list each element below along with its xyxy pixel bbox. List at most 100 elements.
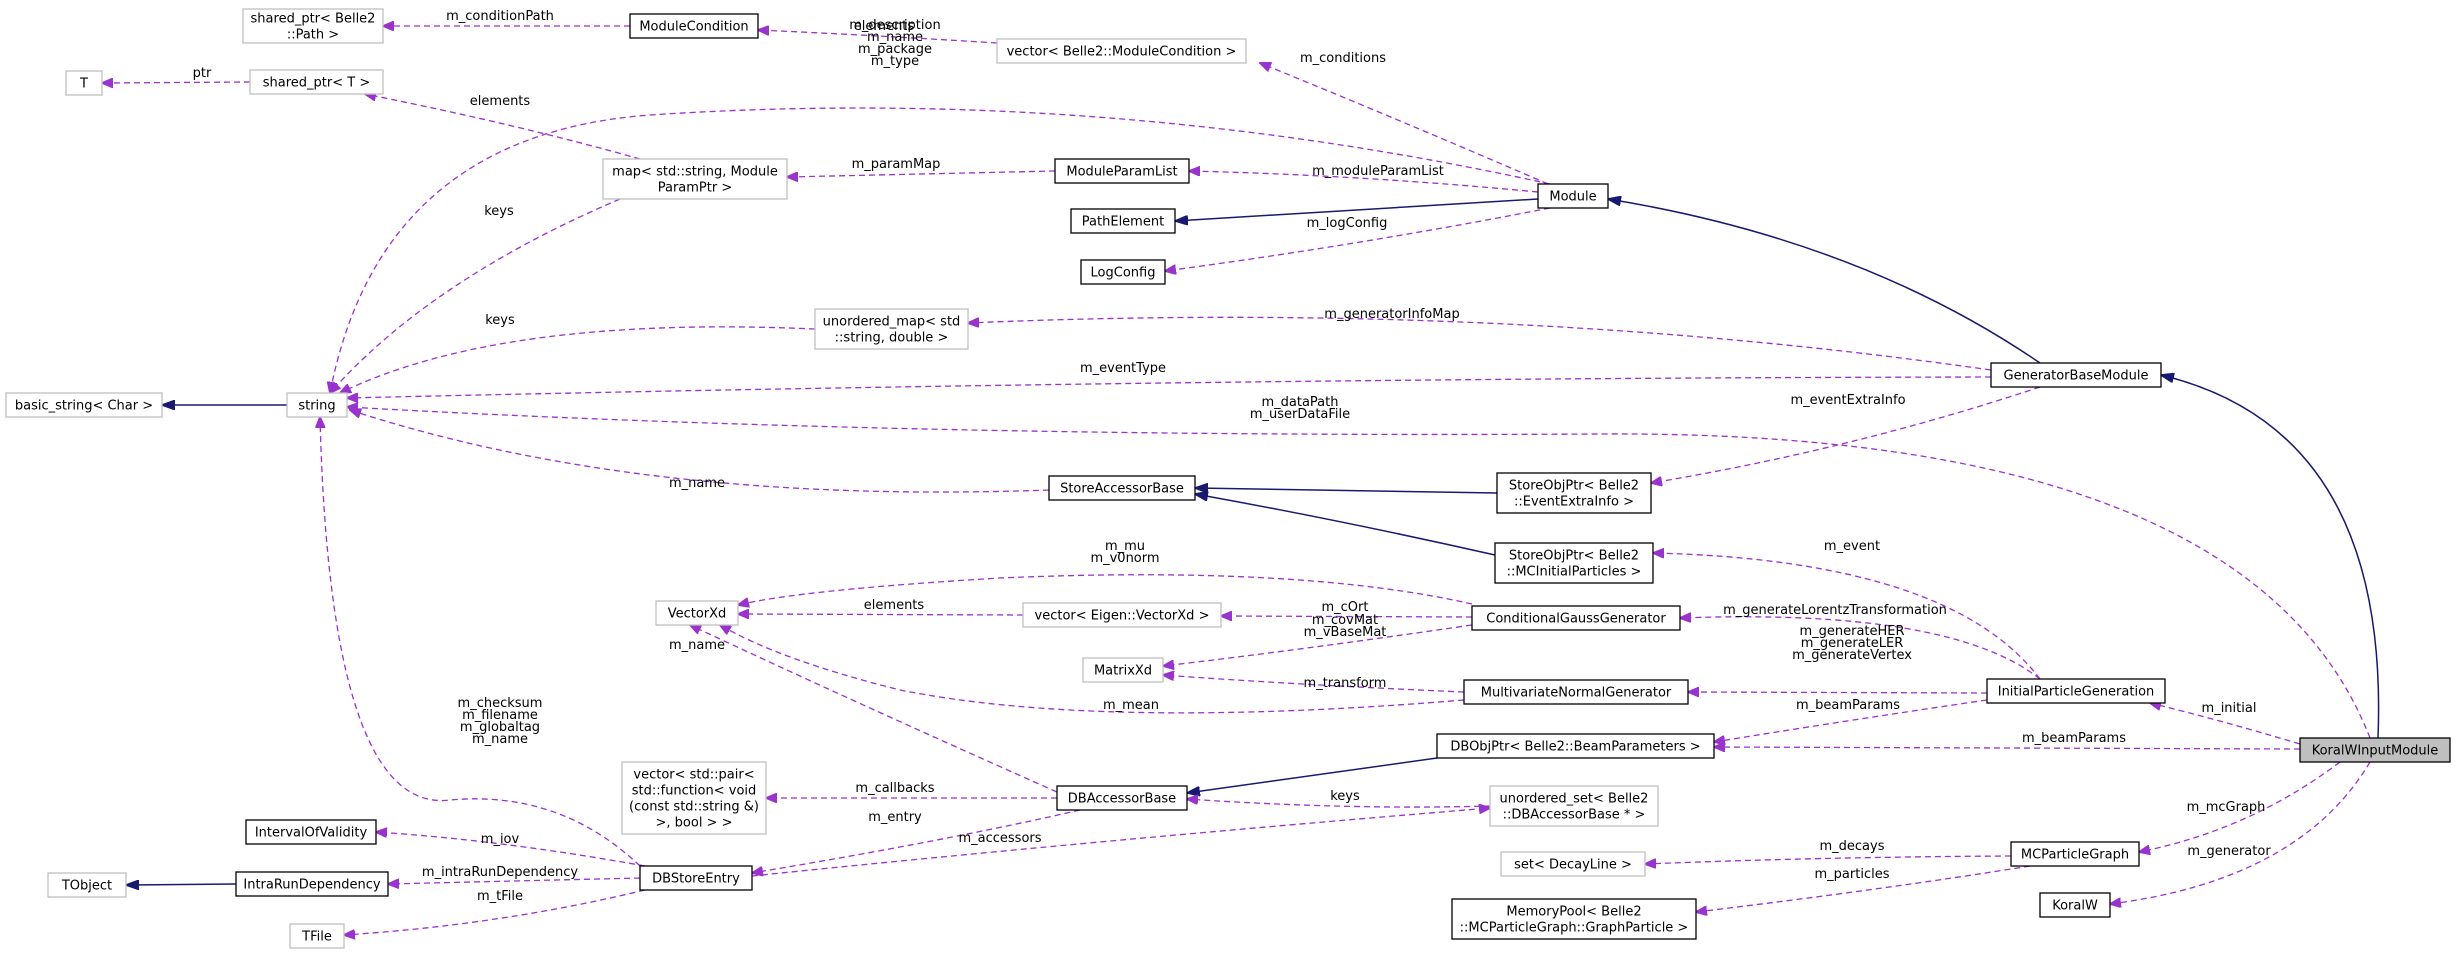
edge-initial_particle_generation-to-store_obj_mc_initial: m_event xyxy=(1653,539,2041,680)
edge-label: m_name xyxy=(867,30,923,45)
node-db-accessor-base[interactable]: DBAccessorBase xyxy=(1056,785,1188,811)
node-box xyxy=(65,70,103,96)
edge-label: m_conditionPath xyxy=(446,9,554,24)
node-koralw[interactable]: KoralW xyxy=(2039,892,2111,918)
node-label: IntervalOfValidity xyxy=(255,826,368,841)
edge-label: m_generateHER xyxy=(1799,624,1904,639)
node-vector-xd[interactable]: VectorXd xyxy=(655,600,739,626)
inheritance-arrow xyxy=(1195,488,1498,494)
usage-arrow xyxy=(1163,624,1473,666)
node-tobject[interactable]: TObject xyxy=(47,872,127,898)
node-label: StoreObjPtr< Belle2 xyxy=(1509,549,1639,564)
node-label: (const std::string &) xyxy=(629,800,759,815)
node-box xyxy=(1500,851,1646,877)
node-unordered-set-db-accessor[interactable]: unordered_set< Belle2::DBAccessorBase * … xyxy=(1489,785,1659,827)
node-koralw-input-module[interactable]: KoralWInputModule xyxy=(2299,737,2451,763)
edge-shared_ptr_t-to-t: ptr xyxy=(102,66,251,83)
usage-arrow xyxy=(1688,692,1988,693)
node-basic-string[interactable]: basic_string< Char > xyxy=(5,392,163,418)
node-label: KoralW xyxy=(2052,899,2098,914)
node-mc-particle-graph[interactable]: MCParticleGraph xyxy=(2010,841,2140,867)
node-box xyxy=(1471,605,1681,631)
usage-arrow xyxy=(720,625,1465,714)
node-box xyxy=(629,13,759,39)
edge-mc_particle_graph-to-set_decay_line: m_decays xyxy=(1645,839,2012,864)
node-path-element[interactable]: PathElement xyxy=(1070,208,1176,234)
edge-dbobj_ptr-to-db_accessor_base xyxy=(1187,757,1438,793)
node-label: PathElement xyxy=(1082,215,1164,230)
node-label: unordered_map< std xyxy=(823,315,961,330)
usage-arrow xyxy=(1680,617,2041,680)
node-module-param-list[interactable]: ModuleParamList xyxy=(1054,158,1190,184)
edge-label: m_eventType xyxy=(1080,361,1166,376)
node-dbobj-ptr-beam-parameters[interactable]: DBObjPtr< Belle2::BeamParameters > xyxy=(1436,733,1715,759)
node-memory-pool-graph-particle[interactable]: MemoryPool< Belle2::MCParticleGraph::Gra… xyxy=(1451,898,1697,940)
node-box xyxy=(1990,362,2162,388)
edge-label: keys xyxy=(1330,789,1360,804)
node-box xyxy=(639,865,753,891)
node-store-accessor-base[interactable]: StoreAccessorBase xyxy=(1048,475,1196,501)
usage-arrow xyxy=(344,889,646,935)
node-matrix-xd[interactable]: MatrixXd xyxy=(1082,657,1164,683)
node-multivariate-normal-generator[interactable]: MultivariateNormalGenerator xyxy=(1463,679,1689,705)
edge-koralw_input-to-mc_particle_graph: m_mcGraph xyxy=(2139,761,2341,852)
node-label: vector< Belle2::ModuleCondition > xyxy=(1007,45,1237,60)
edge-unordered_map-to-string-keys: keys xyxy=(340,313,816,393)
node-unordered-map-string-double[interactable]: unordered_map< std::string, double > xyxy=(814,308,969,350)
node-module[interactable]: Module xyxy=(1537,183,1609,209)
node-shared-ptr-path[interactable]: shared_ptr< Belle2::Path > xyxy=(242,8,384,44)
usage-arrow xyxy=(2110,761,2371,904)
node-label: set< DecayLine > xyxy=(1514,858,1632,873)
edge-label: m_iov xyxy=(481,832,520,847)
node-vector-eigen-vectorxd[interactable]: vector< Eigen::VectorXd > xyxy=(1022,602,1222,628)
node-label: ParamPtr > xyxy=(658,181,733,196)
node-box xyxy=(1022,602,1222,628)
edge-generator_base_module-to-string-event_type: m_eventType xyxy=(347,361,1992,398)
node-t-type[interactable]: T xyxy=(65,70,103,96)
node-string[interactable]: string xyxy=(286,392,348,418)
usage-arrow xyxy=(1714,747,2301,749)
edge-label: m_intraRunDependency xyxy=(422,865,578,880)
edge-conditional_gauss-to-vector_eigen: m_cOrt xyxy=(1221,600,1473,617)
node-db-store-entry[interactable]: DBStoreEntry xyxy=(639,865,753,891)
edge-label: elements xyxy=(864,598,925,613)
usage-arrow xyxy=(1645,855,2012,864)
node-tfile[interactable]: TFile xyxy=(289,923,345,949)
edge-label: m_filename xyxy=(462,708,538,723)
node-interval-of-validity[interactable]: IntervalOfValidity xyxy=(245,819,377,845)
usage-arrow xyxy=(2139,761,2341,852)
edge-db_accessor_base-to-db_store_entry: m_entry xyxy=(752,809,1081,873)
node-store-obj-ptr-event-extra[interactable]: StoreObjPtr< Belle2::EventExtraInfo > xyxy=(1496,472,1652,514)
edge-mc_particle_graph-to-memory_pool: m_particles xyxy=(1696,865,2031,912)
edge-label: m_name xyxy=(472,732,528,747)
usage-arrow xyxy=(738,574,1473,605)
usage-arrow xyxy=(1653,553,2041,680)
edge-label: m_description xyxy=(849,18,940,33)
edge-label: m_initial xyxy=(2202,701,2257,716)
node-shared-ptr-t[interactable]: shared_ptr< T > xyxy=(249,69,384,95)
edge-label: m_paramMap xyxy=(852,157,941,172)
node-label: MCParticleGraph xyxy=(2021,848,2129,863)
node-store-obj-ptr-mc-initial[interactable]: StoreObjPtr< Belle2::MCInitialParticles … xyxy=(1494,542,1654,584)
node-box xyxy=(235,871,389,897)
node-label: ::MCParticleGraph::GraphParticle > xyxy=(1460,921,1689,936)
node-vector-module-condition[interactable]: vector< Belle2::ModuleCondition > xyxy=(996,38,1247,64)
node-conditional-gauss-generator[interactable]: ConditionalGaussGenerator xyxy=(1471,605,1681,631)
node-module-condition[interactable]: ModuleCondition xyxy=(629,13,759,39)
usage-arrow xyxy=(1651,386,2041,483)
node-vector-pair-function[interactable]: vector< std::pair<std::function< void(co… xyxy=(621,761,767,835)
node-box xyxy=(814,308,969,350)
node-set-decay-line[interactable]: set< DecayLine > xyxy=(1500,851,1646,877)
edge-multivariate_normal-to-vector_xd-mean: m_mean xyxy=(720,625,1465,714)
edge-module-to-path_element xyxy=(1175,198,1539,221)
node-label: vector< std::pair< xyxy=(633,768,754,783)
node-log-config[interactable]: LogConfig xyxy=(1080,259,1166,285)
edge-multivariate_normal-to-matrix_xd: m_transform xyxy=(1163,675,1465,693)
node-initial-particle-generation[interactable]: InitialParticleGeneration xyxy=(1986,678,2166,704)
node-generator-base-module[interactable]: GeneratorBaseModule xyxy=(1990,362,2162,388)
edge-label: m_accessors xyxy=(958,831,1041,846)
node-box xyxy=(1494,542,1654,584)
node-intra-run-dependency[interactable]: IntraRunDependency xyxy=(235,871,389,897)
